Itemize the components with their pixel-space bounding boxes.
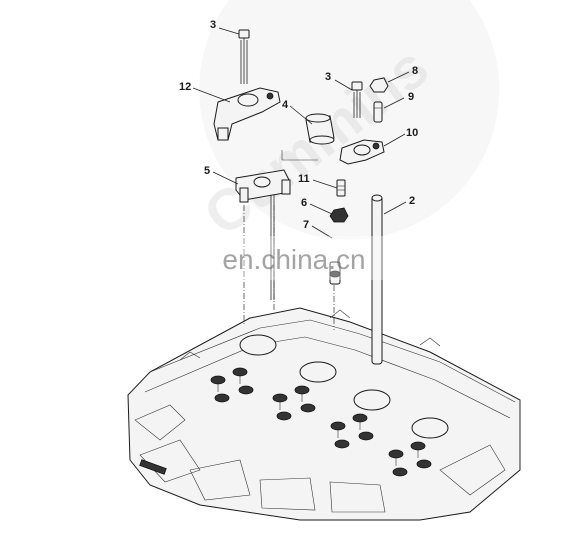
callout-4: 4 bbox=[282, 99, 289, 111]
callout-labels: 3 12 4 5 11 6 7 3 8 9 10 2 bbox=[179, 19, 418, 231]
adjuster-screw bbox=[373, 101, 383, 123]
callout-10: 10 bbox=[406, 127, 418, 139]
bolt-left bbox=[238, 29, 250, 84]
nut bbox=[369, 77, 389, 93]
callout-3-left: 3 bbox=[210, 19, 216, 31]
push-rods bbox=[270, 194, 383, 365]
callout-7: 7 bbox=[303, 219, 309, 231]
locknut bbox=[329, 207, 349, 223]
callout-11: 11 bbox=[298, 173, 310, 185]
site-watermark: en.china.cn bbox=[190, 236, 400, 280]
rocker-shaft bbox=[305, 113, 335, 145]
valve-springs bbox=[210, 367, 432, 477]
callout-12: 12 bbox=[179, 81, 191, 93]
rocker-lever-left bbox=[213, 87, 281, 141]
callout-6: 6 bbox=[301, 197, 307, 209]
callout-3-right: 3 bbox=[325, 71, 331, 83]
callout-2: 2 bbox=[409, 195, 415, 207]
pushrod-seat bbox=[329, 261, 341, 285]
callout-5: 5 bbox=[204, 165, 210, 177]
rocker-lever-right bbox=[339, 139, 385, 165]
cylinder-head bbox=[127, 307, 521, 521]
rocker-support bbox=[235, 169, 291, 203]
adjusting-stud bbox=[336, 179, 346, 197]
leader-lines bbox=[192, 27, 410, 239]
bolt-right bbox=[351, 81, 363, 118]
site-watermark-text: en.china.cn bbox=[222, 244, 365, 275]
callout-8: 8 bbox=[412, 65, 418, 77]
callout-9: 9 bbox=[408, 91, 414, 103]
